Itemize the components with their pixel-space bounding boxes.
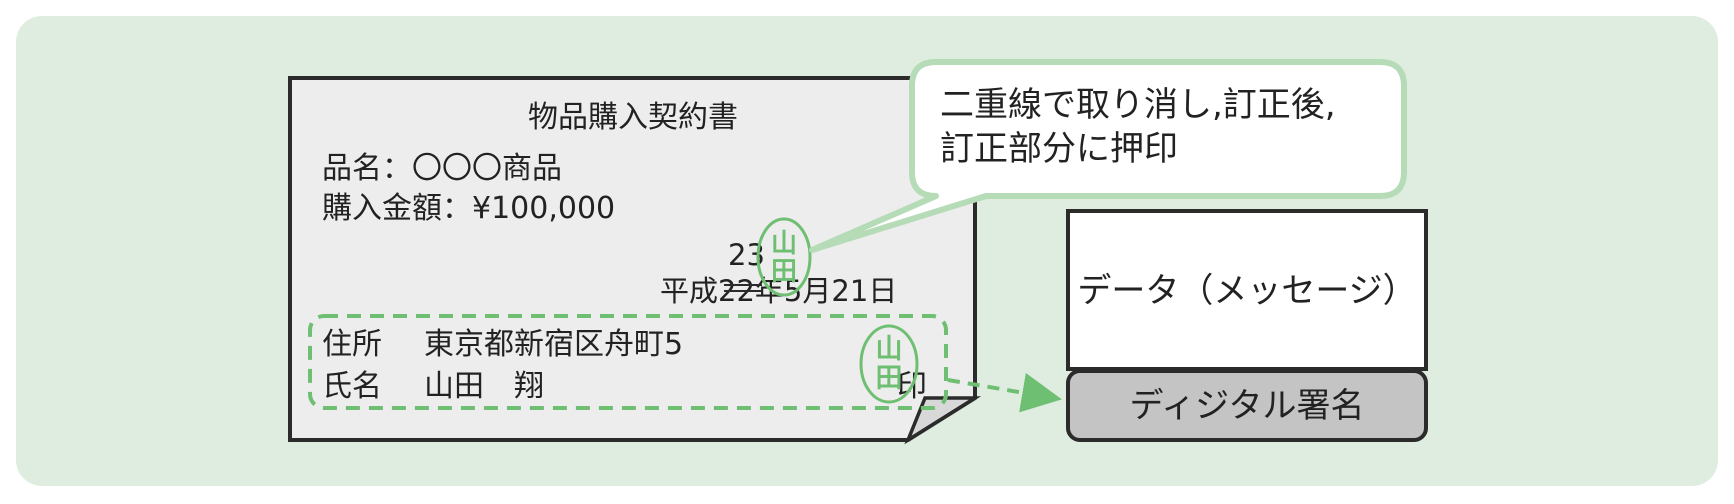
digital-signature-box-frame: [1066, 369, 1428, 442]
contract-document: 物品購入契約書 品名：〇〇〇商品 購入金額：¥100,000 23 平成22年5…: [288, 76, 982, 445]
callout-line-1: 二重線で取り消し,訂正後,: [940, 85, 1336, 125]
date-suffix: 年5月21日: [755, 274, 897, 308]
name-seal-stamp: 山 田: [859, 324, 919, 404]
document-title: 物品購入契約書: [528, 100, 738, 135]
correction-stamp-bottom-char: 田: [771, 257, 797, 287]
correction-stamp-top-char: 山: [771, 229, 797, 259]
name-label: 氏名: [322, 369, 382, 404]
address-label: 住所: [322, 327, 382, 362]
name-value: 山田 翔: [424, 369, 544, 404]
name-seal-ring: [859, 324, 919, 404]
correction-stamp: 山 田: [756, 217, 812, 297]
data-message-box-frame: [1066, 209, 1428, 371]
digital-signature-label: ディジタル署名: [1130, 386, 1365, 426]
address-value: 東京都新宿区舟町5: [424, 327, 683, 362]
data-message-label: データ（メッセージ）: [1077, 271, 1416, 311]
item-name-line: 品名：〇〇〇商品: [322, 151, 562, 186]
data-message-box: データ（メッセージ）: [1066, 209, 1428, 371]
date-line: 平成22年5月21日: [660, 274, 897, 308]
date-prefix: 平成: [660, 274, 718, 308]
name-seal-top-char: 山: [876, 334, 903, 365]
purchase-amount-line: 購入金額：¥100,000: [322, 191, 615, 226]
signature-area-dashed-frame: [308, 314, 948, 410]
correction-stamp-ring: [756, 217, 812, 297]
callout-line-2: 訂正部分に押印: [940, 129, 1178, 169]
signature-dashed-arrow: [947, 372, 1062, 413]
callout-bubble: [809, 59, 1407, 253]
correction-callout: 二重線で取り消し,訂正後, 訂正部分に押印: [809, 59, 1407, 253]
name-seal-bottom-char: 田: [876, 363, 903, 394]
digital-signature-box: ディジタル署名: [1066, 369, 1428, 442]
